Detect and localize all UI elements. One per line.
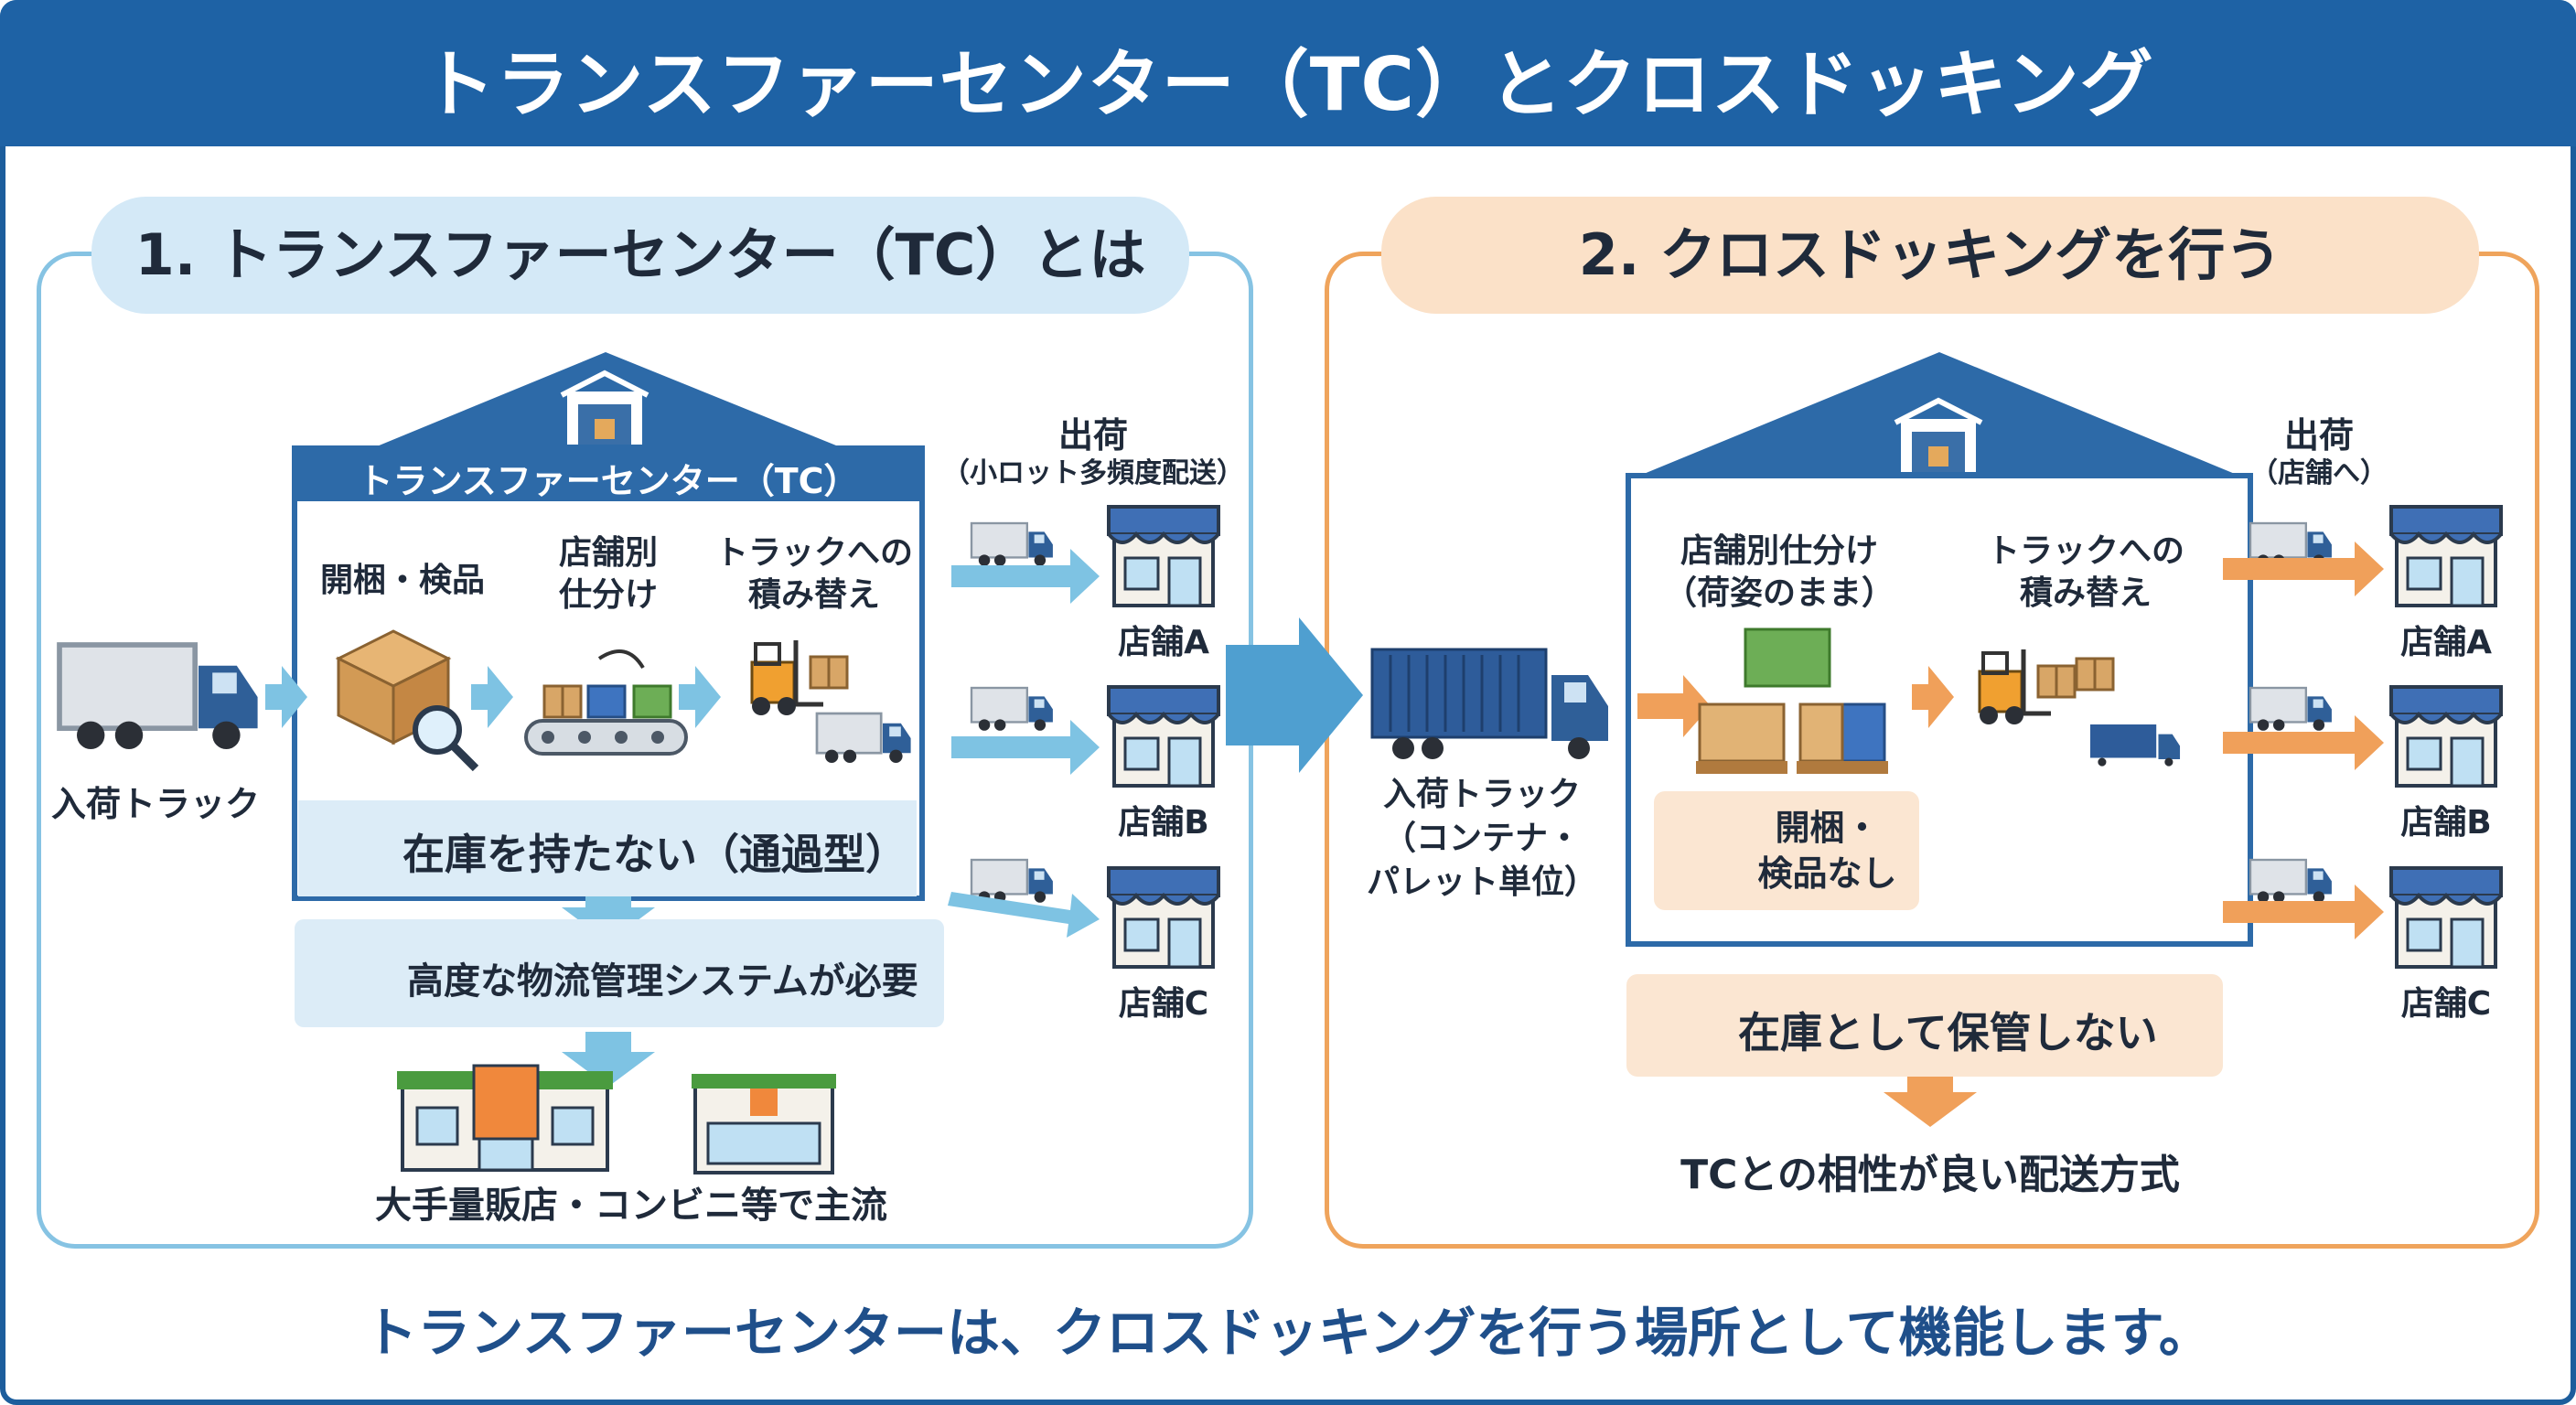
arrows-left xyxy=(265,666,721,728)
step-sort-by-store: 店舗別 仕分け xyxy=(558,534,658,614)
shipping-sub-left: （小ロット多頻度配送） xyxy=(942,457,1244,489)
step-reload-truck: トラックへの 積み替え xyxy=(714,534,913,614)
down-arrows-left xyxy=(562,887,655,1087)
truck-icon xyxy=(59,645,258,749)
shipping-left xyxy=(948,505,1220,969)
supermarket-icon xyxy=(397,1064,613,1172)
no-storage-bar xyxy=(1626,974,2223,1077)
no-inspection-box xyxy=(1654,791,1919,910)
inbound-truck-label: 入荷トラック xyxy=(50,784,260,824)
shipping-sub-right: （店舗へ） xyxy=(2250,457,2388,489)
main-title: トランスファーセンター（TC）とクロスドッキング xyxy=(422,42,2154,127)
step-sort-as-is: 店舗別仕分け （荷姿のまま） xyxy=(1663,532,1894,612)
crossdock-heading: 2. クロスドッキングを行う xyxy=(1381,197,2479,314)
no-storage-text: 在庫として保管しない xyxy=(1738,1008,2158,1057)
warehouse-icon xyxy=(560,370,649,445)
store-label: 店舗A xyxy=(2400,624,2492,661)
container-truck-icon xyxy=(2090,724,2181,767)
no-inspection-text: 開梱・ 検品なし xyxy=(1757,808,1897,894)
container-truck-icon xyxy=(1370,648,1608,759)
step-unpack-inspect: 開梱・検品 xyxy=(319,562,485,599)
down-arrow-right xyxy=(1884,1072,1977,1127)
system-bar xyxy=(295,919,944,1027)
convenience-store-icon xyxy=(692,1074,836,1174)
no-inventory-text: 在庫を持たない（通過型） xyxy=(402,830,907,879)
store-icon xyxy=(1107,685,1220,788)
inbound-truck-label-right: 入荷トラック （コンテナ・ パレット単位） xyxy=(1366,776,1597,901)
store-icon xyxy=(2389,685,2503,788)
conveyor-icon xyxy=(524,649,688,756)
tc-heading: 1. トランスファーセンター（TC）とは xyxy=(91,197,1189,314)
shipping-title-left: 出荷 xyxy=(1057,415,1128,456)
title-bar xyxy=(0,0,2576,146)
pallet-icon xyxy=(1696,627,1888,774)
store-label: 店舗A xyxy=(1118,624,1209,661)
tc-building-label: トランスファーセンター（TC） xyxy=(358,461,859,501)
store-label: 店舗C xyxy=(1118,985,1209,1023)
magnifier-icon xyxy=(413,705,479,772)
store-icon xyxy=(1107,866,1220,969)
mainstream-text: 大手量販店・コンビニ等で主流 xyxy=(375,1185,887,1227)
store-icon xyxy=(1107,505,1220,607)
store-icon xyxy=(2389,866,2503,969)
store-label: 店舗B xyxy=(2400,804,2492,842)
system-text: 高度な物流管理システムが必要 xyxy=(407,960,918,1003)
store-icon xyxy=(2389,505,2503,607)
no-inventory-bar xyxy=(298,800,917,896)
store-label: 店舗C xyxy=(2400,985,2492,1023)
center-arrow xyxy=(1226,617,1363,773)
store-label: 店舗B xyxy=(1118,804,1209,842)
footer-text: トランスファーセンターは、クロスドッキングを行う場所として機能します。 xyxy=(364,1302,2212,1364)
shipping-right xyxy=(2223,505,2503,969)
shipping-title-right: 出荷 xyxy=(2283,415,2354,456)
step-reload-truck-right: トラックへの 積み替え xyxy=(1986,532,2184,612)
arrows-right xyxy=(1637,666,1954,737)
compat-text: TCとの相性が良い配送方式 xyxy=(1680,1152,2180,1198)
warehouse-icon xyxy=(1894,397,1983,472)
